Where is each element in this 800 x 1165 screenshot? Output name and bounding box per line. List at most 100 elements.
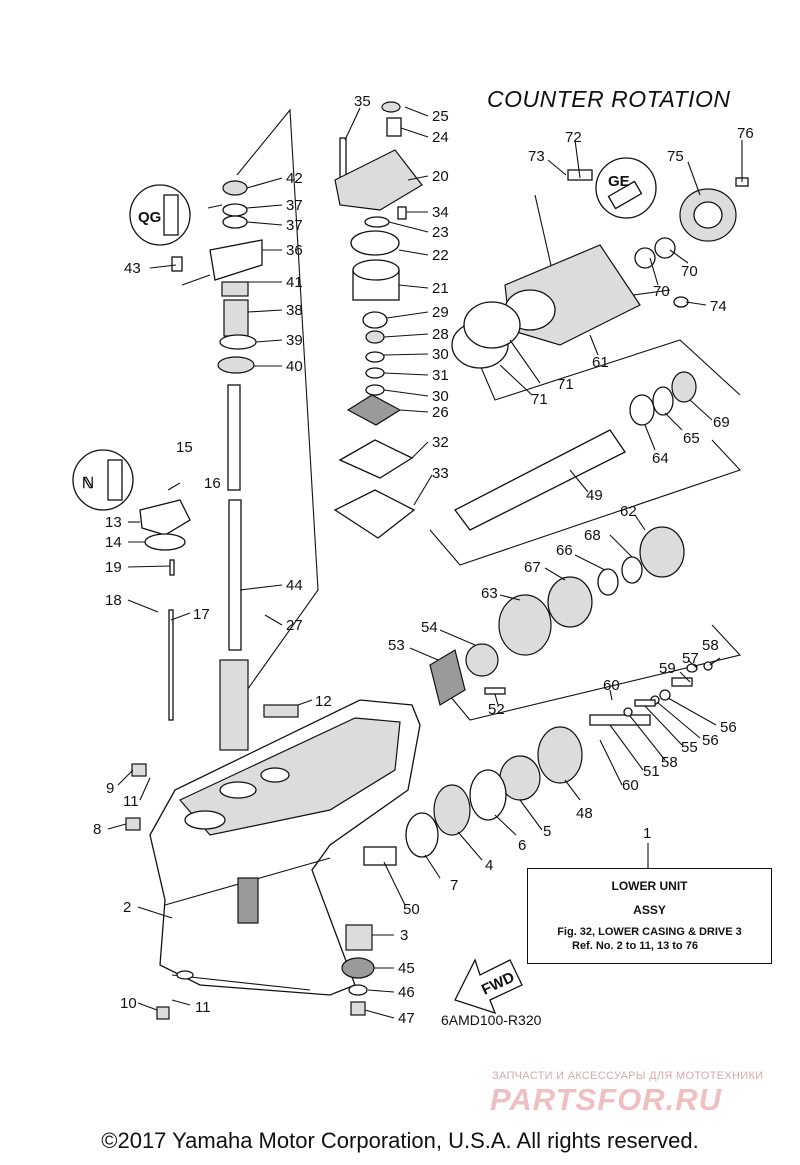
callout-51: 51 <box>643 763 660 780</box>
callout-37a: 37 <box>286 197 303 214</box>
callout-38: 38 <box>286 302 303 319</box>
callout-16: 16 <box>204 475 221 492</box>
group-outlines <box>181 108 742 721</box>
callout-70a: 70 <box>653 283 670 300</box>
callout-59: 59 <box>659 660 676 677</box>
pinion-group <box>341 924 375 1016</box>
callout-72: 72 <box>565 129 582 146</box>
callout-73: 73 <box>528 148 545 165</box>
callout-19: 19 <box>105 559 122 576</box>
callout-46: 46 <box>398 984 415 1001</box>
watermark-tagline: ЗАПЧАСТИ И АКСЕССУАРЫ ДЛЯ МОТОТЕХНИКИ <box>492 1070 764 1082</box>
callout-63: 63 <box>481 585 498 602</box>
callout-47: 47 <box>398 1010 415 1027</box>
callout-60a: 60 <box>603 677 620 694</box>
callout-30b: 30 <box>432 388 449 405</box>
callout-12: 12 <box>315 693 332 710</box>
callout-32: 32 <box>432 434 449 451</box>
svg-text:ℕ: ℕ <box>82 475 94 492</box>
callout-43: 43 <box>124 260 141 277</box>
callout-35: 35 <box>354 93 371 110</box>
callout-9: 9 <box>106 780 114 797</box>
water-pump-group <box>333 101 423 539</box>
callout-27: 27 <box>286 617 303 634</box>
callout-29: 29 <box>432 304 449 321</box>
callout-17: 17 <box>193 606 210 623</box>
callout-45: 45 <box>398 960 415 977</box>
callout-56b: 56 <box>702 732 719 749</box>
drive-shaft-group <box>125 180 299 1020</box>
callout-64: 64 <box>652 450 669 467</box>
callout-54: 54 <box>421 619 438 636</box>
callout-58b: 58 <box>661 754 678 771</box>
lower-casing <box>149 699 421 996</box>
callout-14: 14 <box>105 534 122 551</box>
callout-20: 20 <box>432 168 449 185</box>
callout-2: 2 <box>123 899 131 916</box>
svg-text:GE: GE <box>608 173 630 190</box>
info-line-1: LOWER UNIT <box>611 879 688 893</box>
diagram-code: 6AMD100-R320 <box>441 1012 542 1028</box>
callout-49: 49 <box>586 487 603 504</box>
svg-text:QG: QG <box>138 209 161 226</box>
callout-23: 23 <box>432 224 449 241</box>
detail-insets: QG ℕ GE <box>72 157 657 511</box>
callout-15: 15 <box>176 439 193 456</box>
callout-28: 28 <box>432 326 449 343</box>
callout-39: 39 <box>286 332 303 349</box>
callout-24: 24 <box>432 129 449 146</box>
callout-69: 69 <box>713 414 730 431</box>
callout-55: 55 <box>681 739 698 756</box>
callout-42: 42 <box>286 170 303 187</box>
info-line-2: ASSY <box>633 903 666 917</box>
callout-7: 7 <box>450 877 458 894</box>
callout-65: 65 <box>683 430 700 447</box>
callout-71b: 71 <box>531 391 548 408</box>
callout-67: 67 <box>524 559 541 576</box>
callout-numbers: 1 2 3 4 5 6 7 8 9 10 11 11 12 13 14 15 1… <box>93 93 754 1027</box>
callout-58a: 58 <box>702 637 719 654</box>
fwd-arrow: FWD <box>454 958 523 1015</box>
callout-33: 33 <box>432 465 449 482</box>
callout-40: 40 <box>286 358 303 375</box>
callout-74: 74 <box>710 298 727 315</box>
callout-26: 26 <box>432 404 449 421</box>
callout-36: 36 <box>286 242 303 259</box>
callout-5: 5 <box>543 823 551 840</box>
info-line-3: Fig. 32, LOWER CASING & DRIVE 3 <box>557 926 742 938</box>
callout-75: 75 <box>667 148 684 165</box>
callout-30a: 30 <box>432 346 449 363</box>
leader-lines <box>107 106 743 1019</box>
watermark-brand: PARTSFOR.RU <box>490 1082 723 1117</box>
callout-21: 21 <box>432 280 449 297</box>
callout-22: 22 <box>432 247 449 264</box>
callout-56a: 56 <box>720 719 737 736</box>
diagram-title: COUNTER ROTATION <box>487 86 731 112</box>
callout-68: 68 <box>584 527 601 544</box>
callout-11a: 11 <box>123 793 139 810</box>
callout-60b: 60 <box>622 777 639 794</box>
callout-50: 50 <box>403 901 420 918</box>
callout-52: 52 <box>488 701 505 718</box>
callout-4: 4 <box>485 857 493 874</box>
callout-3: 3 <box>400 927 408 944</box>
info-box: LOWER UNIT ASSY Fig. 32, LOWER CASING & … <box>527 868 772 964</box>
callout-34: 34 <box>432 204 449 221</box>
callout-41: 41 <box>286 274 303 291</box>
callout-61: 61 <box>592 354 609 371</box>
callout-57: 57 <box>682 650 699 667</box>
info-line-4: Ref. No. 2 to 11, 13 to 76 <box>572 940 698 952</box>
callout-1: 1 <box>643 825 651 842</box>
callout-62: 62 <box>620 503 637 520</box>
callout-8: 8 <box>93 821 101 838</box>
callout-70b: 70 <box>681 263 698 280</box>
copyright-notice: ©2017 Yamaha Motor Corporation, U.S.A. A… <box>101 1128 699 1153</box>
callout-6: 6 <box>518 837 526 854</box>
callout-71a: 71 <box>557 376 574 393</box>
callout-48: 48 <box>576 805 593 822</box>
callout-66: 66 <box>556 542 573 559</box>
callout-10: 10 <box>120 995 137 1012</box>
callout-25: 25 <box>432 108 449 125</box>
callout-11b: 11 <box>195 999 211 1016</box>
